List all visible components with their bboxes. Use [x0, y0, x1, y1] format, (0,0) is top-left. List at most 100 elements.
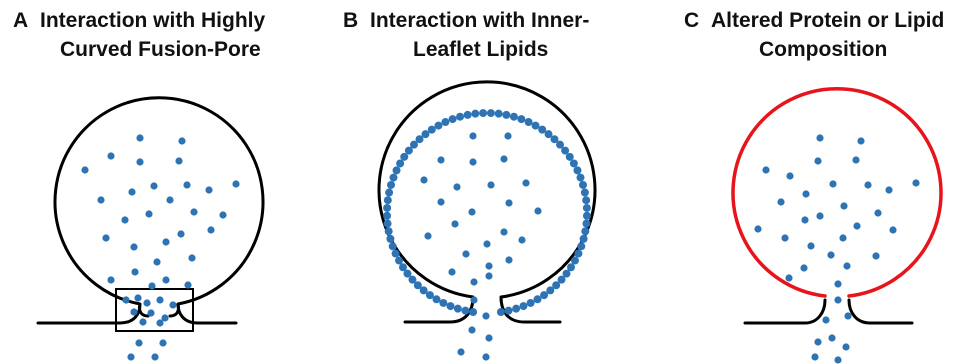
cargo-dot	[162, 238, 169, 245]
cargo-dot	[839, 234, 846, 241]
cargo-dot	[177, 230, 184, 237]
cargo-dot	[462, 250, 469, 257]
lipid-dot	[461, 307, 469, 315]
cargo-dot	[482, 312, 489, 319]
panel-c-vesicle-membrane	[733, 89, 941, 296]
lipid-dot	[577, 174, 585, 182]
cargo-dot	[814, 157, 821, 164]
lipid-dot	[432, 295, 440, 303]
cargo-dot	[148, 282, 155, 289]
cargo-dot	[128, 188, 135, 195]
cargo-dot	[437, 198, 444, 205]
cargo-dot	[485, 262, 492, 269]
lipid-dot	[517, 115, 525, 123]
lipid-dot	[525, 118, 533, 126]
cargo-dot	[857, 137, 864, 144]
cargo-dot	[785, 274, 792, 281]
cargo-dot	[534, 207, 541, 214]
cargo-dot	[145, 210, 152, 217]
cargo-dot	[754, 225, 761, 232]
cargo-dot	[130, 243, 137, 250]
cargo-dot	[420, 176, 427, 183]
cargo-dot	[219, 211, 226, 218]
cargo-dot	[505, 256, 512, 263]
lipid-dot	[389, 242, 397, 250]
lipid-dot	[399, 263, 407, 271]
cargo-dot	[136, 134, 143, 141]
cargo-dot	[483, 240, 490, 247]
cargo-dot	[500, 155, 507, 162]
panel-b-cargo-dots	[420, 132, 541, 360]
cargo-dot	[822, 316, 829, 323]
lipid-dot	[385, 227, 393, 235]
lipid-dot	[471, 110, 479, 118]
cargo-dot	[482, 353, 489, 360]
lipid-dot	[582, 196, 590, 204]
lipid-dot	[385, 189, 393, 197]
panel-b-vesicle-membrane	[379, 82, 595, 322]
cargo-dot	[453, 183, 460, 190]
cargo-dot	[131, 268, 138, 275]
lipid-dot	[441, 118, 449, 126]
lipid-dot	[577, 242, 585, 250]
cargo-dot	[777, 198, 784, 205]
lipid-dot	[383, 204, 391, 212]
cargo-dot	[81, 166, 88, 173]
cargo-dot	[448, 268, 455, 275]
cargo-dot	[175, 157, 182, 164]
cargo-dot	[156, 296, 163, 303]
cargo-dot	[121, 216, 128, 223]
cargo-dot	[153, 258, 160, 265]
cargo-dot	[130, 308, 137, 315]
cargo-dot	[102, 234, 109, 241]
cargo-dot	[183, 181, 190, 188]
cargo-dot	[178, 137, 185, 144]
lipid-dot	[387, 181, 395, 189]
cargo-dot	[159, 339, 166, 346]
cargo-dot	[470, 296, 477, 303]
cargo-dot	[188, 254, 195, 261]
cargo-dot	[500, 228, 507, 235]
lipid-dot	[384, 196, 392, 204]
lipid-dot	[434, 122, 442, 130]
cargo-dot	[469, 132, 476, 139]
cargo-dot	[889, 226, 896, 233]
cargo-dot	[485, 272, 492, 279]
cargo-dot	[522, 179, 529, 186]
lipid-dot	[469, 308, 477, 316]
lipid-dot	[583, 212, 591, 220]
cargo-dot	[107, 152, 114, 159]
cargo-dot	[205, 186, 212, 193]
lipid-dot	[502, 111, 510, 119]
cargo-dot	[801, 216, 808, 223]
cargo-dot	[842, 343, 849, 350]
cargo-dot	[802, 190, 809, 197]
cargo-dot	[885, 186, 892, 193]
lipid-dot	[389, 174, 397, 182]
lipid-dot	[540, 291, 548, 299]
cargo-dot	[504, 132, 511, 139]
lipid-dot	[566, 153, 574, 161]
cargo-dot	[97, 196, 104, 203]
cargo-dot	[135, 339, 142, 346]
cargo-dot	[827, 251, 834, 258]
cargo-dot	[134, 294, 141, 301]
cargo-dot	[150, 182, 157, 189]
cargo-dot	[139, 318, 146, 325]
lipid-dot	[579, 181, 587, 189]
cargo-dot	[834, 280, 841, 287]
lipid-dot	[581, 189, 589, 197]
lipid-dot	[396, 159, 404, 167]
cargo-dot	[843, 262, 850, 269]
cargo-dot	[874, 209, 881, 216]
lipid-dot	[505, 307, 513, 315]
cargo-dot	[781, 234, 788, 241]
cargo-dot	[457, 348, 464, 355]
cargo-dot	[151, 353, 158, 360]
cargo-dot	[840, 202, 847, 209]
lipid-dot	[479, 109, 487, 117]
cargo-dot	[811, 353, 818, 360]
cargo-dot	[800, 264, 807, 271]
cargo-dot	[469, 158, 476, 165]
cargo-dot	[807, 242, 814, 249]
